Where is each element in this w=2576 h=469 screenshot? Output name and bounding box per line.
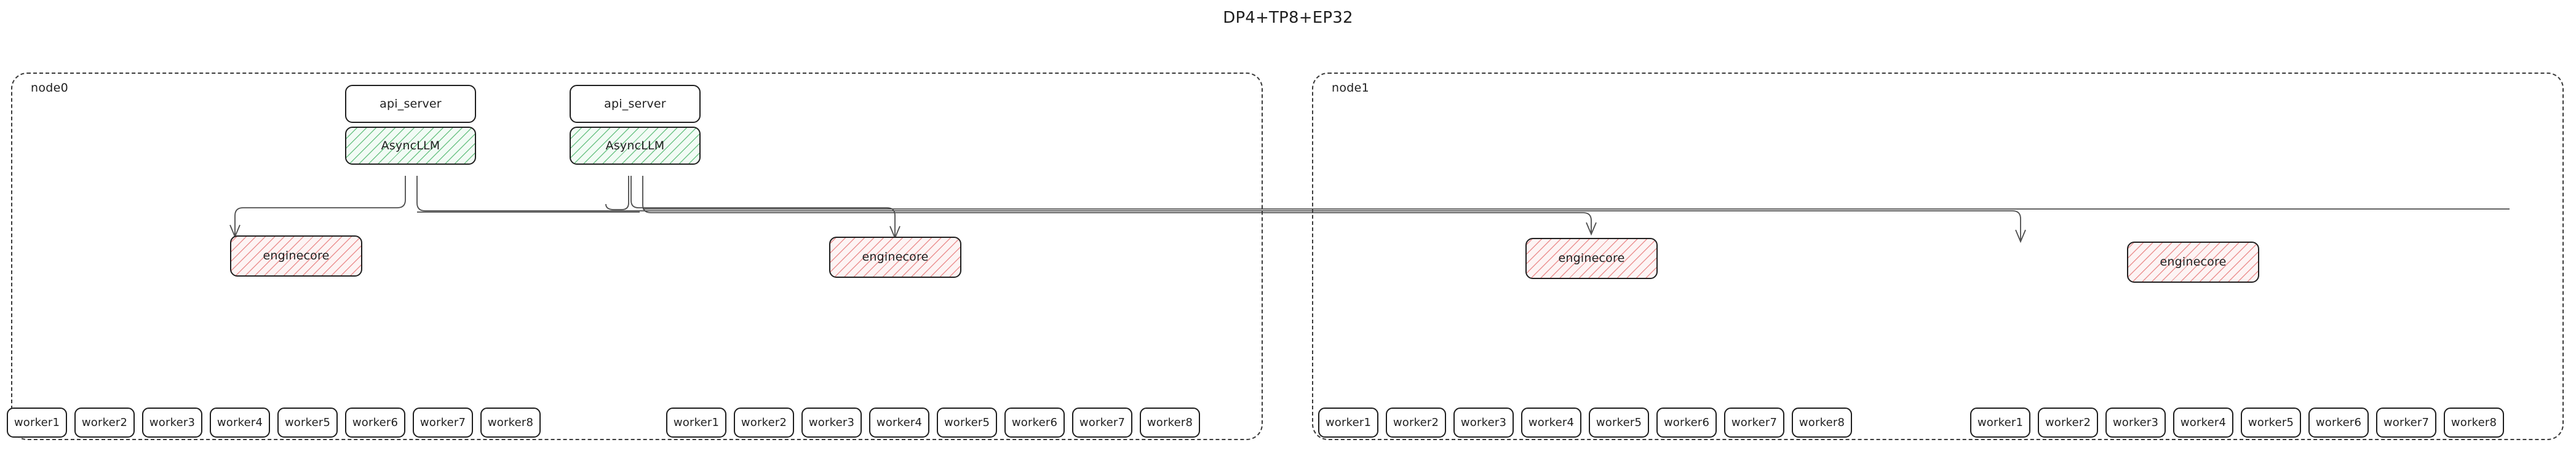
worker-box[interactable]: worker1 bbox=[7, 408, 67, 438]
worker-box[interactable]: worker6 bbox=[345, 408, 405, 438]
worker-box[interactable]: worker7 bbox=[413, 408, 473, 438]
worker-box[interactable]: worker1 bbox=[666, 408, 726, 438]
enginecore-box[interactable]: enginecore bbox=[1525, 238, 1658, 279]
worker-box[interactable]: worker5 bbox=[1589, 408, 1649, 438]
worker-box[interactable]: worker8 bbox=[2444, 408, 2504, 438]
worker-box[interactable]: worker8 bbox=[1792, 408, 1852, 438]
worker-box[interactable]: worker6 bbox=[2308, 408, 2369, 438]
worker-box[interactable]: worker4 bbox=[210, 408, 270, 438]
asyncllm-box[interactable]: AsyncLLM bbox=[570, 127, 701, 165]
api-server-box[interactable]: api_server bbox=[570, 85, 701, 123]
worker-box[interactable]: worker5 bbox=[937, 408, 997, 438]
worker-box[interactable]: worker7 bbox=[2376, 408, 2436, 438]
worker-box[interactable]: worker6 bbox=[1656, 408, 1717, 438]
worker-box[interactable]: worker4 bbox=[1521, 408, 1581, 438]
node-cluster-node1: node1 bbox=[1312, 73, 2564, 440]
node-cluster-node0: node0 bbox=[11, 73, 1263, 440]
worker-box[interactable]: worker3 bbox=[1453, 408, 1514, 438]
enginecore-box[interactable]: enginecore bbox=[829, 237, 961, 278]
worker-box[interactable]: worker3 bbox=[2105, 408, 2166, 438]
worker-box[interactable]: worker2 bbox=[734, 408, 794, 438]
node-label: node0 bbox=[31, 81, 69, 95]
worker-box[interactable]: worker6 bbox=[1004, 408, 1065, 438]
worker-box[interactable]: worker5 bbox=[2241, 408, 2301, 438]
worker-box[interactable]: worker3 bbox=[801, 408, 862, 438]
worker-box[interactable]: worker7 bbox=[1724, 408, 1784, 438]
worker-box[interactable]: worker4 bbox=[869, 408, 929, 438]
worker-box[interactable]: worker3 bbox=[142, 408, 202, 438]
enginecore-box[interactable]: enginecore bbox=[230, 235, 362, 277]
worker-box[interactable]: worker8 bbox=[480, 408, 541, 438]
worker-box[interactable]: worker2 bbox=[74, 408, 135, 438]
worker-box[interactable]: worker7 bbox=[1072, 408, 1132, 438]
worker-box[interactable]: worker4 bbox=[2173, 408, 2233, 438]
worker-box[interactable]: worker1 bbox=[1970, 408, 2030, 438]
api-server-box[interactable]: api_server bbox=[345, 85, 476, 123]
worker-box[interactable]: worker8 bbox=[1140, 408, 1200, 438]
page-title: DP4+TP8+EP32 bbox=[1223, 9, 1353, 27]
enginecore-box[interactable]: enginecore bbox=[2127, 242, 2259, 283]
worker-box[interactable]: worker5 bbox=[277, 408, 338, 438]
asyncllm-box[interactable]: AsyncLLM bbox=[345, 127, 476, 165]
worker-box[interactable]: worker2 bbox=[1386, 408, 1446, 438]
node-label: node1 bbox=[1332, 81, 1370, 95]
worker-box[interactable]: worker1 bbox=[1318, 408, 1378, 438]
worker-box[interactable]: worker2 bbox=[2038, 408, 2098, 438]
